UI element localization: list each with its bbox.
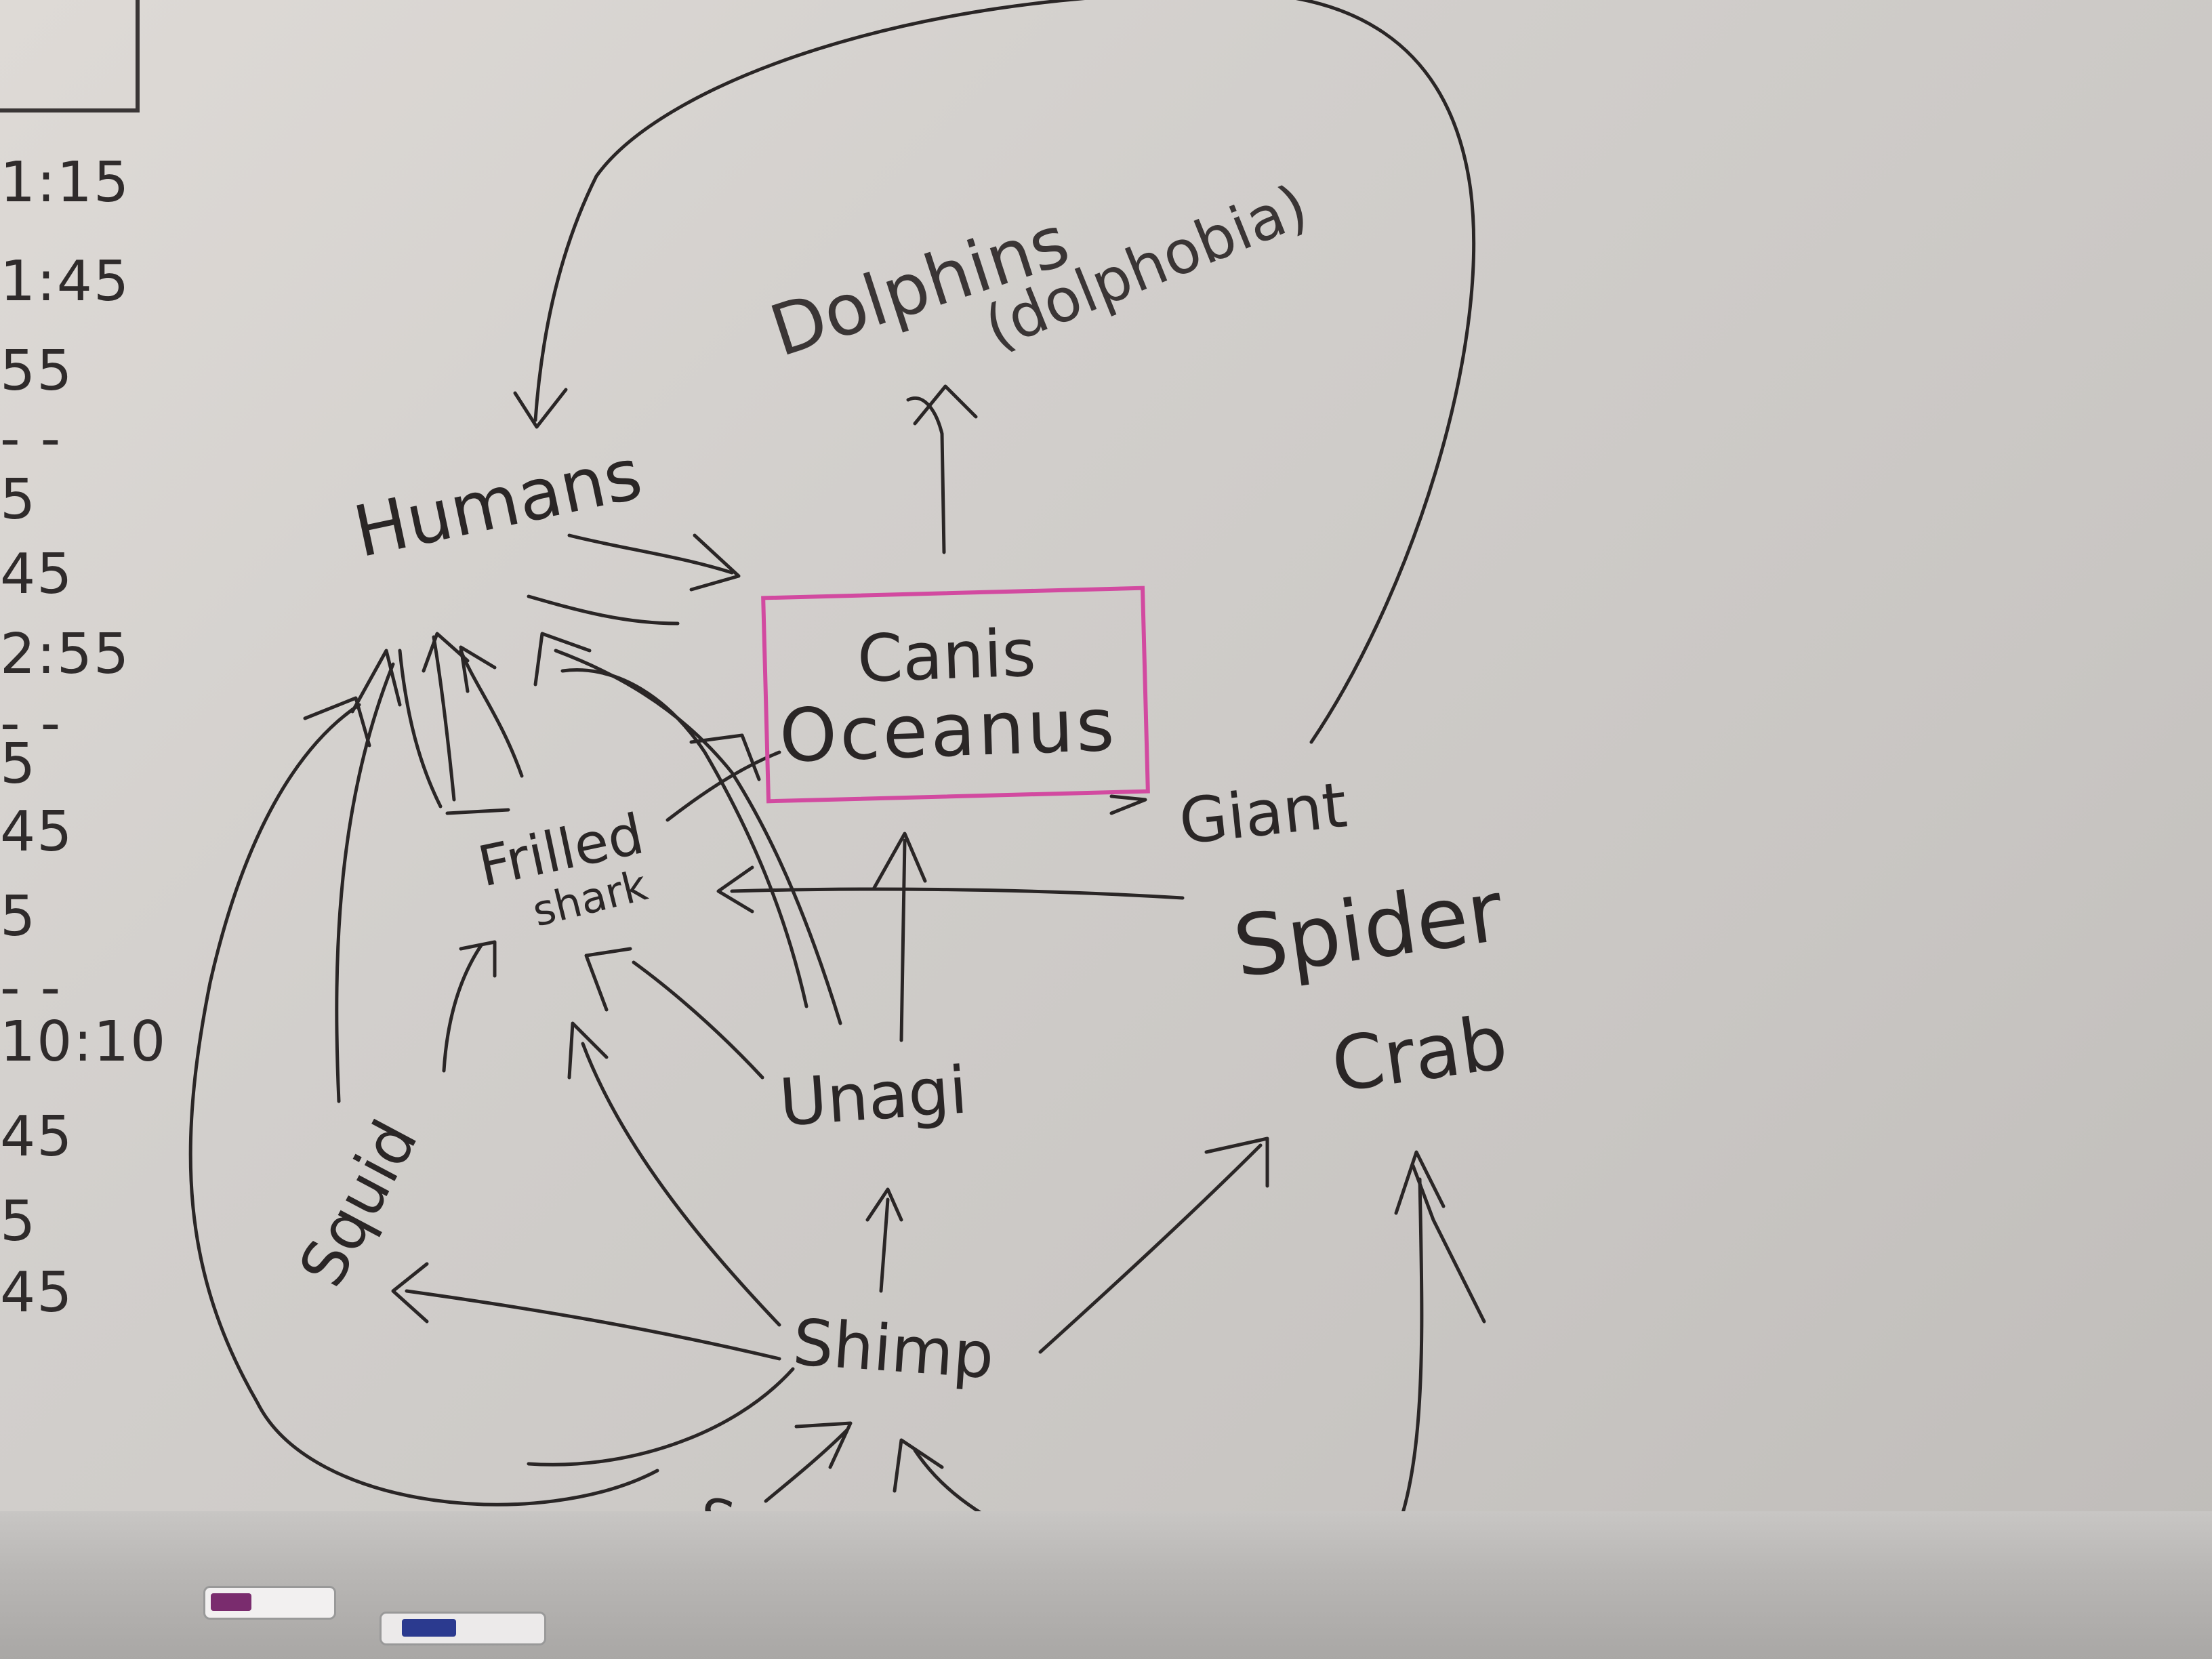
arrowhead-frilled-unagi <box>584 947 632 1012</box>
schedule-time: 10:10 <box>0 1010 167 1074</box>
schedule-time: 5 <box>0 1189 37 1254</box>
canis-oceanus-box <box>761 586 1150 804</box>
arrow-squid-to-frilled <box>442 943 483 1073</box>
purple-marker[interactable] <box>203 1586 336 1620</box>
arrow-canis-to-dolphins <box>906 396 946 554</box>
arrowhead-shimp-algea <box>893 1438 944 1493</box>
arrowhead-dolphins <box>913 384 978 426</box>
arrowhead-frilled-top <box>445 808 510 815</box>
arrow-shimp-to-crab <box>1038 1143 1263 1354</box>
arrowhead-humans-unagi <box>533 632 592 687</box>
node-shimp: Shimp <box>790 1305 997 1394</box>
arrow-seaweed-to-humans-2 <box>527 1367 795 1467</box>
arrow-crab-to-frilled <box>730 887 1185 900</box>
marker-cap-blue <box>402 1619 456 1637</box>
arrow-humans-to-canis <box>567 533 734 575</box>
arrow-frilled-to-humans <box>432 635 456 802</box>
node-giant-spider-crab-line1: Giant <box>1176 769 1351 859</box>
schedule-time: 1:15 <box>0 150 131 215</box>
arrowhead-squid <box>391 1262 429 1324</box>
schedule-time: 1:45 <box>0 249 131 314</box>
marker-tray <box>0 1511 2212 1659</box>
arrow-crab-to-humans <box>533 0 1476 744</box>
arrow-unagi-to-frilled <box>632 960 764 1080</box>
arrowhead-humans-frilled <box>422 632 470 673</box>
arrowhead-unagi <box>865 1187 903 1222</box>
arrowhead-frilled-squid <box>459 940 497 978</box>
schedule-time: 45 <box>0 1105 74 1169</box>
schedule-separator: - - <box>0 407 62 471</box>
arrow-squid-to-humans <box>335 662 395 1103</box>
blue-marker[interactable] <box>380 1612 546 1645</box>
arrowhead-humans-loop <box>303 696 371 747</box>
schedule-time: 45 <box>0 1261 74 1325</box>
arrow-seaweed-to-humans <box>188 703 659 1507</box>
schedule-time: 2:55 <box>0 622 131 687</box>
arrowhead-crab-shimp <box>1204 1136 1269 1188</box>
arrowhead-frilled-shimp <box>567 1021 609 1080</box>
arrow-seaweed-to-shimp <box>764 1428 849 1503</box>
schedule-time: 45 <box>0 542 74 607</box>
arrowhead-crab-algea <box>1394 1150 1446 1215</box>
arrow-shimp-to-unagi <box>879 1197 890 1293</box>
schedule-time: 55 <box>0 339 74 403</box>
arrowhead-canis-crab <box>1109 794 1147 815</box>
schedule-time: 45 <box>0 800 74 864</box>
arrow-shimp-to-squid <box>405 1289 781 1361</box>
arrowhead-humans-top <box>513 388 568 429</box>
arrowhead-canis-unagi <box>872 832 927 890</box>
arrow-humans-to-frilled <box>398 649 443 808</box>
arrowhead-canis-frilled <box>689 733 761 781</box>
arrowhead-crab-algea-2 <box>1411 1164 1486 1324</box>
marker-cap-purple <box>211 1593 251 1611</box>
arrowhead-shimp-seaweed <box>794 1421 853 1469</box>
schedule-separator: - - <box>0 691 62 756</box>
arrowhead-humans-frilled-2 <box>459 645 497 693</box>
arrowhead-canis-1 <box>689 533 741 592</box>
node-canis-oceanus-line1: Canis <box>856 615 1038 697</box>
schedule-box <box>0 0 140 112</box>
schedule-separator: - - <box>0 956 62 1020</box>
arrowhead-humans-squid <box>350 649 402 714</box>
node-giant-spider-crab-line3: Crab <box>1326 998 1513 1109</box>
arrow-unagi-to-humans-2 <box>560 668 808 1008</box>
arrowhead-frilled-crab <box>716 865 754 914</box>
schedule-time: 5 <box>0 884 37 949</box>
arrow-shimp-to-frilled <box>581 1042 781 1327</box>
node-canis-oceanus-line2: Oceanus <box>777 682 1119 779</box>
arrow-unagi-to-canis <box>899 838 907 1042</box>
schedule-time: 5 <box>0 468 37 532</box>
arrow-frilled-to-humans-2 <box>459 649 524 778</box>
schedule-time: 5 <box>0 732 37 796</box>
node-unagi: Unagi <box>777 1052 970 1141</box>
arrow-humans-to-canis-2 <box>527 594 680 626</box>
